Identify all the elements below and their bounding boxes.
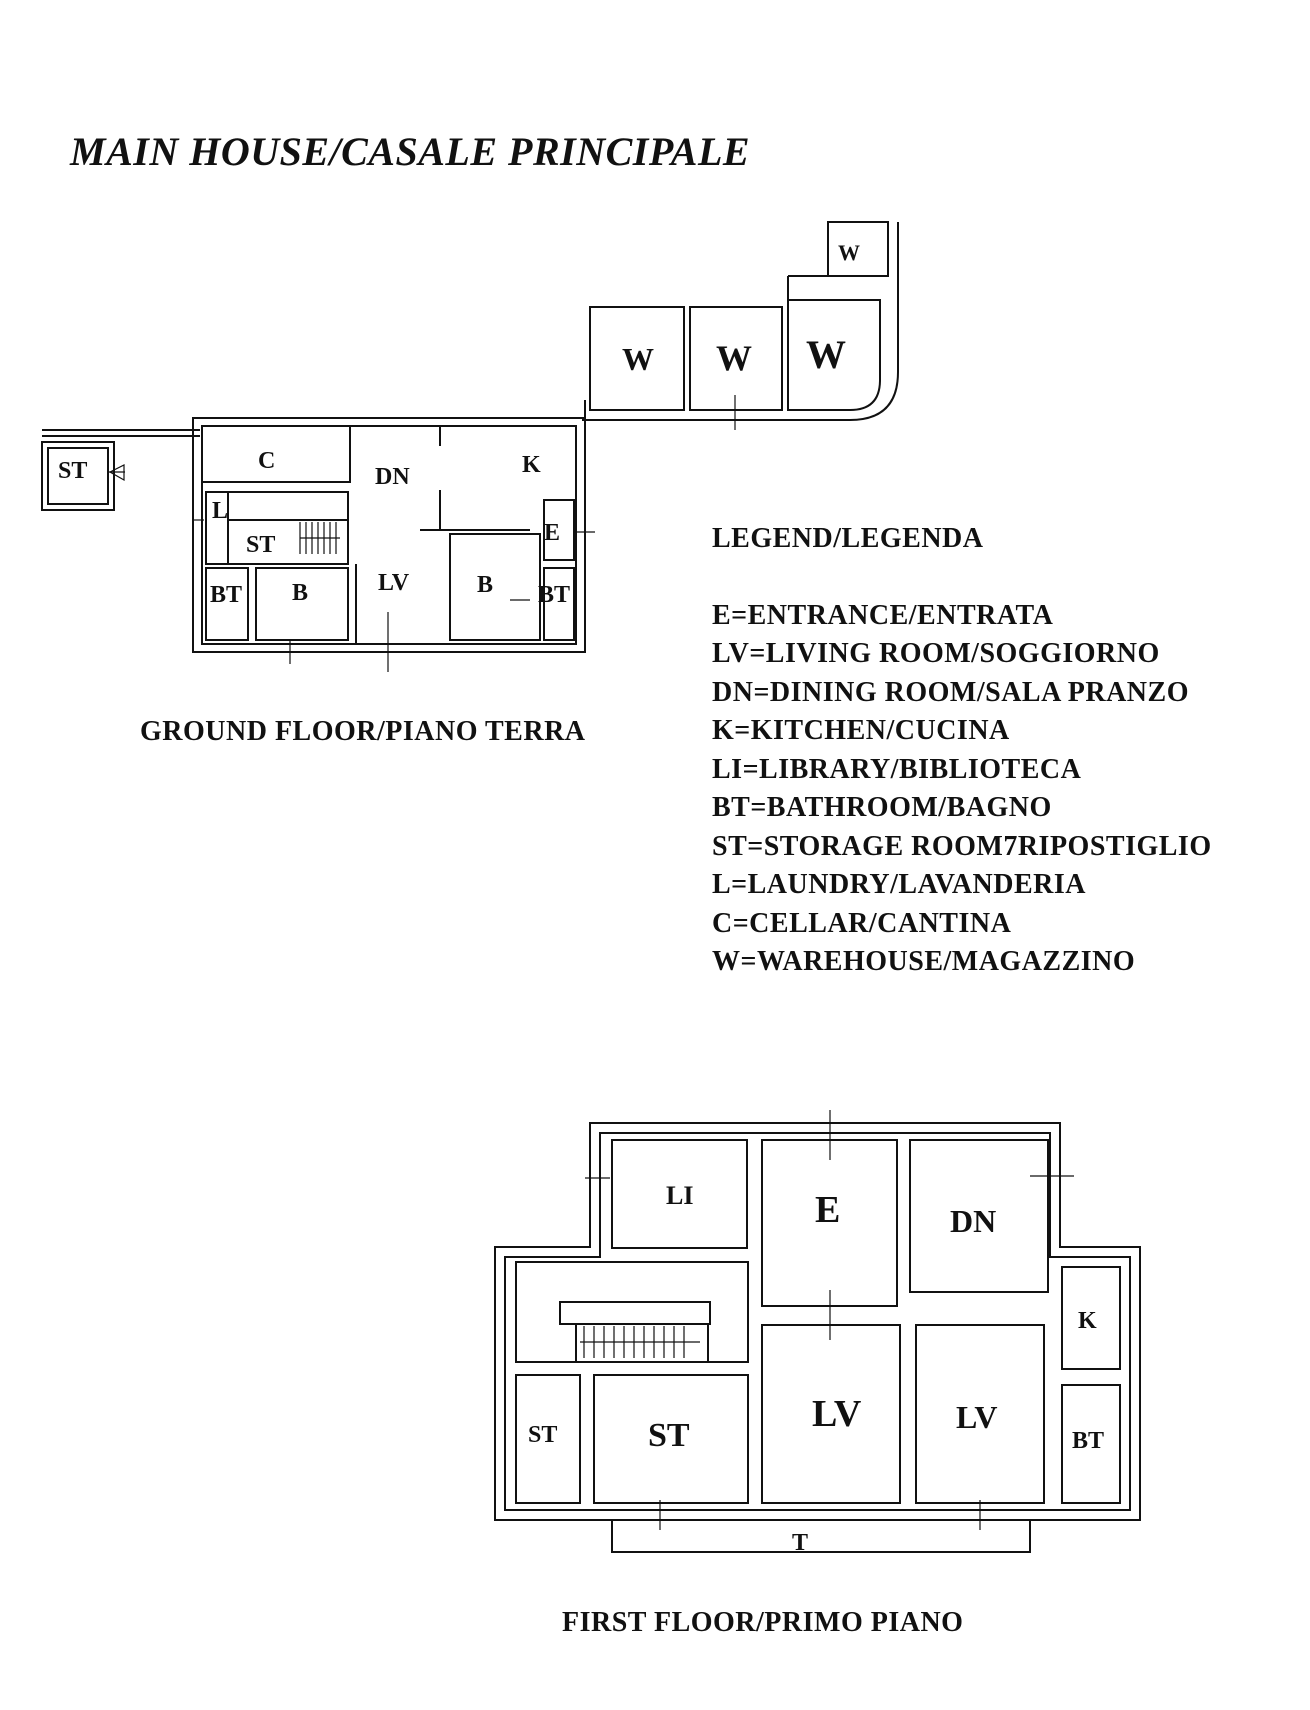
gf-room-bed-right: B — [477, 572, 493, 598]
legend-item: E=ENTRANCE/ENTRATA — [712, 599, 1054, 631]
outbuilding-walls — [41, 429, 200, 511]
ff-room-bath: BT — [1072, 1428, 1104, 1454]
legend-item: K=KITCHEN/CUCINA — [712, 715, 1010, 746]
ff-room-dining: DN — [950, 1203, 996, 1239]
gf-room-kitchen: K — [522, 452, 541, 478]
gf-room-dining: DN — [375, 464, 410, 490]
ff-room-kitchen: K — [1078, 1308, 1097, 1334]
gf-room-warehouse-2: W — [716, 338, 752, 378]
gf-room-storage: ST — [246, 532, 275, 558]
ff-room-terrace: T — [792, 1530, 808, 1556]
ground-floor-walls — [192, 417, 595, 672]
legend-item: ST=STORAGE ROOM7RIPOSTIGLIO — [712, 830, 1212, 862]
ff-room-living-left: LV — [812, 1393, 862, 1435]
first-floor-stairs — [580, 1326, 700, 1358]
gf-room-living: LV — [378, 570, 410, 596]
legend-title: LEGEND/LEGENDA — [712, 523, 984, 554]
legend-item: LV=LIVING ROOM/SOGGIORNO — [712, 638, 1160, 669]
first-floor-walls — [494, 1110, 1141, 1553]
ground-floor-plan: ST C DN K L ST E BT B LV B BT W W W W — [41, 221, 899, 672]
ff-room-storage-small: ST — [528, 1422, 557, 1448]
gf-room-warehouse-3: W — [806, 332, 846, 377]
legend-item: W=WAREHOUSE/MAGAZZINO — [712, 946, 1136, 977]
gf-room-bath-right: BT — [538, 582, 570, 608]
ff-room-entrance: E — [815, 1189, 840, 1231]
legend-item: DN=DINING ROOM/SALA PRANZO — [712, 676, 1189, 708]
ground-stairs — [299, 522, 340, 554]
gf-room-entrance: E — [544, 520, 560, 546]
gf-room-warehouse-1: W — [622, 341, 654, 377]
gf-room-bed-left: B — [292, 580, 308, 606]
ff-room-library: LI — [666, 1181, 693, 1210]
gf-room-laundry: L — [212, 498, 228, 524]
first-floor-caption: FIRST FLOOR/PRIMO PIANO — [562, 1607, 964, 1638]
gf-room-warehouse-small: W — [838, 240, 860, 265]
warehouse-walls — [582, 221, 899, 430]
ff-room-living-right: LV — [956, 1399, 998, 1435]
gf-room-bath-left: BT — [210, 582, 242, 608]
legend-item: C=CELLAR/CANTINA — [712, 907, 1012, 939]
gf-room-cellar: C — [258, 448, 275, 474]
legend-item: L=LAUNDRY/LAVANDERIA — [712, 869, 1086, 900]
gf-room-st-outbuilding: ST — [58, 458, 87, 484]
page-title: MAIN HOUSE/CASALE PRINCIPALE — [70, 129, 751, 174]
ground-floor-caption: GROUND FLOOR/PIANO TERRA — [140, 716, 586, 747]
legend: LEGEND/LEGENDA E=ENTRANCE/ENTRATA LV=LIV… — [712, 520, 1212, 982]
ff-room-storage: ST — [648, 1417, 690, 1454]
legend-item: LI=LIBRARY/BIBLIOTECA — [712, 753, 1082, 785]
legend-item: BT=BATHROOM/BAGNO — [712, 792, 1052, 823]
